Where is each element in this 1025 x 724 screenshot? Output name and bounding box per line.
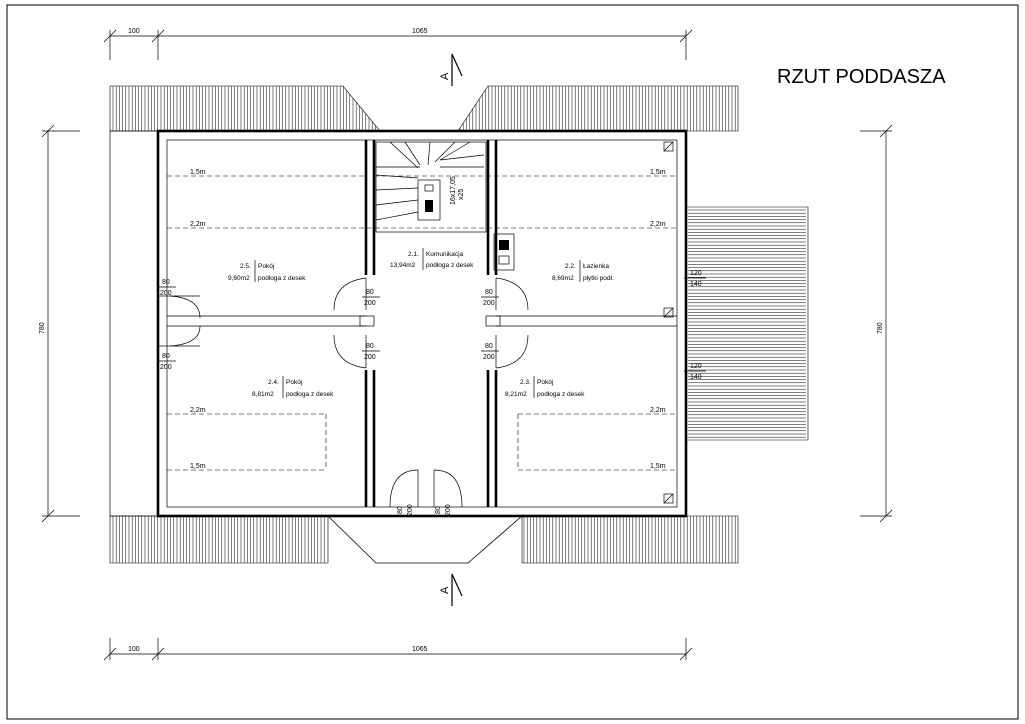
room-name: Pokój bbox=[286, 379, 302, 386]
svg-text:200: 200 bbox=[483, 300, 495, 307]
svg-text:80: 80 bbox=[397, 506, 404, 514]
room-label-2-2: 2.2. Łazienka 8,69m2 płytki podł. bbox=[552, 260, 614, 282]
svg-text:780: 780 bbox=[39, 322, 46, 334]
section-marker-top: A bbox=[439, 53, 463, 86]
height-label-r25-high: 2,2m bbox=[190, 221, 206, 228]
svg-text:140: 140 bbox=[690, 374, 702, 381]
room-floor: płytki podł. bbox=[583, 275, 614, 282]
svg-text:80: 80 bbox=[435, 506, 442, 514]
stairs-spec-1: 16x17,05 bbox=[450, 176, 457, 205]
svg-text:780: 780 bbox=[877, 322, 884, 334]
svg-text:120: 120 bbox=[690, 363, 702, 370]
svg-text:200: 200 bbox=[364, 354, 376, 361]
svg-text:120: 120 bbox=[690, 270, 702, 277]
svg-text:80: 80 bbox=[485, 289, 493, 296]
svg-text:200: 200 bbox=[445, 504, 452, 516]
room-number: 2.3. bbox=[520, 379, 531, 386]
room-label-2-4: 2.4. Pokój 8,81m2 podłoga z desek bbox=[252, 376, 334, 398]
room-floor: podłoga z desek bbox=[537, 391, 585, 398]
section-marker-bottom: A bbox=[439, 573, 463, 606]
window-labels: 120 140 120 140 bbox=[684, 270, 706, 381]
left-strip bbox=[109, 130, 159, 517]
svg-text:200: 200 bbox=[407, 504, 414, 516]
room-number: 2.1. bbox=[408, 251, 419, 258]
svg-text:100: 100 bbox=[128, 28, 140, 35]
svg-text:1065: 1065 bbox=[412, 28, 428, 35]
roof-hatching bbox=[109, 85, 809, 564]
corner-markers bbox=[663, 141, 674, 504]
svg-text:100: 100 bbox=[128, 646, 140, 653]
room-floor: podłoga z desek bbox=[426, 262, 474, 269]
svg-text:A: A bbox=[439, 586, 451, 594]
dimension-top: 100 1065 bbox=[103, 28, 693, 60]
svg-text:A: A bbox=[439, 72, 451, 80]
room-number: 2.4. bbox=[268, 379, 279, 386]
room-area: 9,60m2 bbox=[228, 275, 250, 282]
room-label-2-1: 2.1. Komunikacja 13,94m2 podłoga z desek bbox=[390, 248, 474, 270]
svg-text:80: 80 bbox=[366, 289, 374, 296]
svg-text:200: 200 bbox=[364, 300, 376, 307]
outer-walls bbox=[156, 129, 688, 518]
svg-text:80: 80 bbox=[485, 343, 493, 350]
svg-text:200: 200 bbox=[160, 364, 172, 371]
room-area: 13,94m2 bbox=[390, 262, 416, 269]
svg-text:80: 80 bbox=[366, 343, 374, 350]
room-name: Komunikacja bbox=[426, 251, 464, 258]
room-number: 2.5. bbox=[240, 263, 251, 270]
height-label-r23-high: 2,2m bbox=[650, 407, 666, 414]
height-label-r22-high: 2,2m bbox=[650, 221, 666, 228]
height-label-r23-low: 1,5m bbox=[650, 463, 666, 470]
dimension-left: 780 bbox=[39, 124, 80, 523]
room-name: Pokój bbox=[258, 263, 274, 270]
dimension-bottom: 100 1065 bbox=[103, 638, 693, 661]
room-label-2-3: 2.3. Pokój 8,21m2 podłoga z desek bbox=[505, 376, 585, 398]
stairs-spec-2: x25 bbox=[458, 189, 465, 200]
svg-text:140: 140 bbox=[690, 281, 702, 288]
height-label-r22-low: 1,5m bbox=[650, 169, 666, 176]
drawing-title: RZUT PODDASZA bbox=[777, 66, 946, 88]
svg-text:200: 200 bbox=[483, 354, 495, 361]
sheet-frame bbox=[6, 4, 1019, 720]
svg-text:200: 200 bbox=[160, 290, 172, 297]
room-label-2-5: 2.5. Pokój 9,60m2 podłoga z desek bbox=[228, 260, 306, 282]
height-label-r25-low: 1,5m bbox=[190, 169, 206, 176]
height-label-r24-low: 1,5m bbox=[190, 463, 206, 470]
room-number: 2.2. bbox=[565, 263, 576, 270]
room-area: 8,81m2 bbox=[252, 391, 274, 398]
svg-text:80: 80 bbox=[162, 279, 170, 286]
room-area: 8,69m2 bbox=[552, 275, 574, 282]
room-area: 8,21m2 bbox=[505, 391, 527, 398]
room-floor: podłoga z desek bbox=[286, 391, 334, 398]
height-lines bbox=[167, 175, 677, 471]
room-name: Pokój bbox=[537, 379, 553, 386]
interior-walls bbox=[158, 140, 677, 507]
room-floor: podłoga z desek bbox=[258, 275, 306, 282]
room-name: Łazienka bbox=[583, 263, 609, 270]
svg-text:80: 80 bbox=[162, 353, 170, 360]
dimension-right: 780 bbox=[860, 124, 893, 523]
staircase bbox=[375, 141, 487, 233]
height-label-r24-high: 2,2m bbox=[190, 407, 206, 414]
svg-text:1065: 1065 bbox=[412, 646, 428, 653]
chimney bbox=[493, 233, 515, 271]
door-swings bbox=[169, 277, 529, 508]
